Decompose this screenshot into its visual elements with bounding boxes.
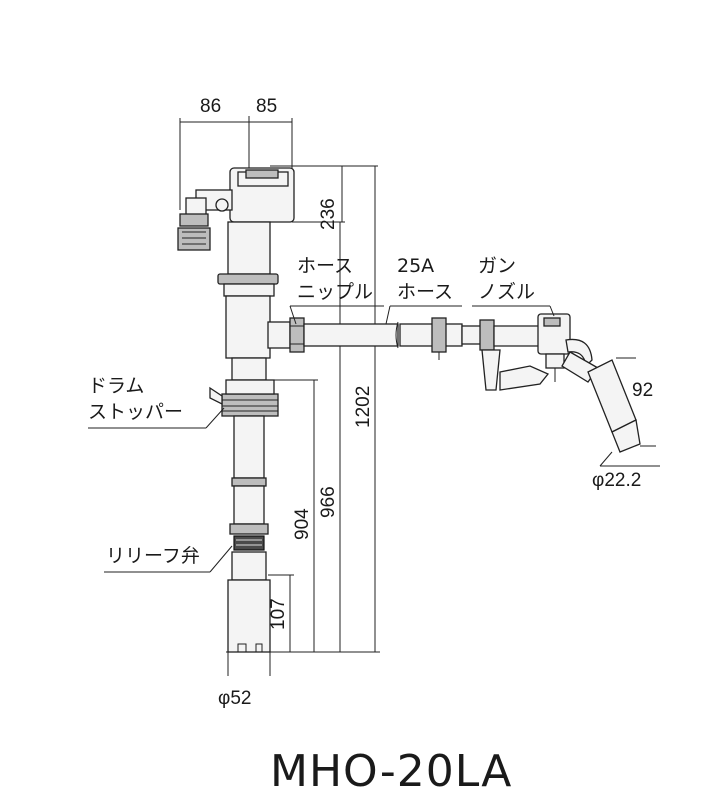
label-drum-stopper-1: ドラム bbox=[88, 375, 144, 397]
model-name: MHO-20LA bbox=[270, 746, 512, 797]
pump-body bbox=[177, 167, 305, 653]
hose-assembly bbox=[303, 317, 495, 360]
label-hose-nipple-1: ホース bbox=[297, 255, 353, 277]
top-width-dimension: 86 85 bbox=[179, 96, 293, 222]
dim-107: 107 bbox=[268, 598, 289, 630]
label-drum-stopper-2: ストッパー bbox=[88, 401, 183, 423]
dim-phi52: φ52 bbox=[218, 688, 251, 709]
dim-966: 966 bbox=[318, 486, 339, 518]
label-hose25a-2: ホース bbox=[397, 281, 453, 303]
dim-1202: 1202 bbox=[353, 386, 374, 428]
label-hose25a-1: 25A bbox=[397, 255, 434, 277]
dim-85: 85 bbox=[256, 96, 277, 117]
bottom-diameter: φ52 bbox=[218, 652, 271, 709]
dim-86: 86 bbox=[200, 96, 221, 117]
drum-stopper bbox=[209, 379, 279, 417]
label-gun-nozzle-1: ガン bbox=[478, 255, 516, 277]
dim-236: 236 bbox=[318, 198, 339, 230]
part-labels: ホース ニップル 25A ホース ガン ノズル ドラム ストッパー リリーフ弁 bbox=[88, 255, 555, 573]
relief-valve-part bbox=[229, 523, 269, 551]
vertical-dimension-lines: 236 1202 966 904 107 bbox=[226, 165, 380, 653]
dim-92: 92 bbox=[632, 380, 653, 401]
gun-nozzle-part: 92 φ22.2 bbox=[481, 313, 660, 491]
dim-904: 904 bbox=[292, 508, 313, 540]
label-gun-nozzle-2: ノズル bbox=[478, 281, 535, 303]
label-hose-nipple-2: ニップル bbox=[297, 281, 373, 303]
label-relief-valve: リリーフ弁 bbox=[106, 545, 200, 567]
switch-box bbox=[177, 189, 233, 251]
dim-phi22: φ22.2 bbox=[592, 470, 641, 491]
